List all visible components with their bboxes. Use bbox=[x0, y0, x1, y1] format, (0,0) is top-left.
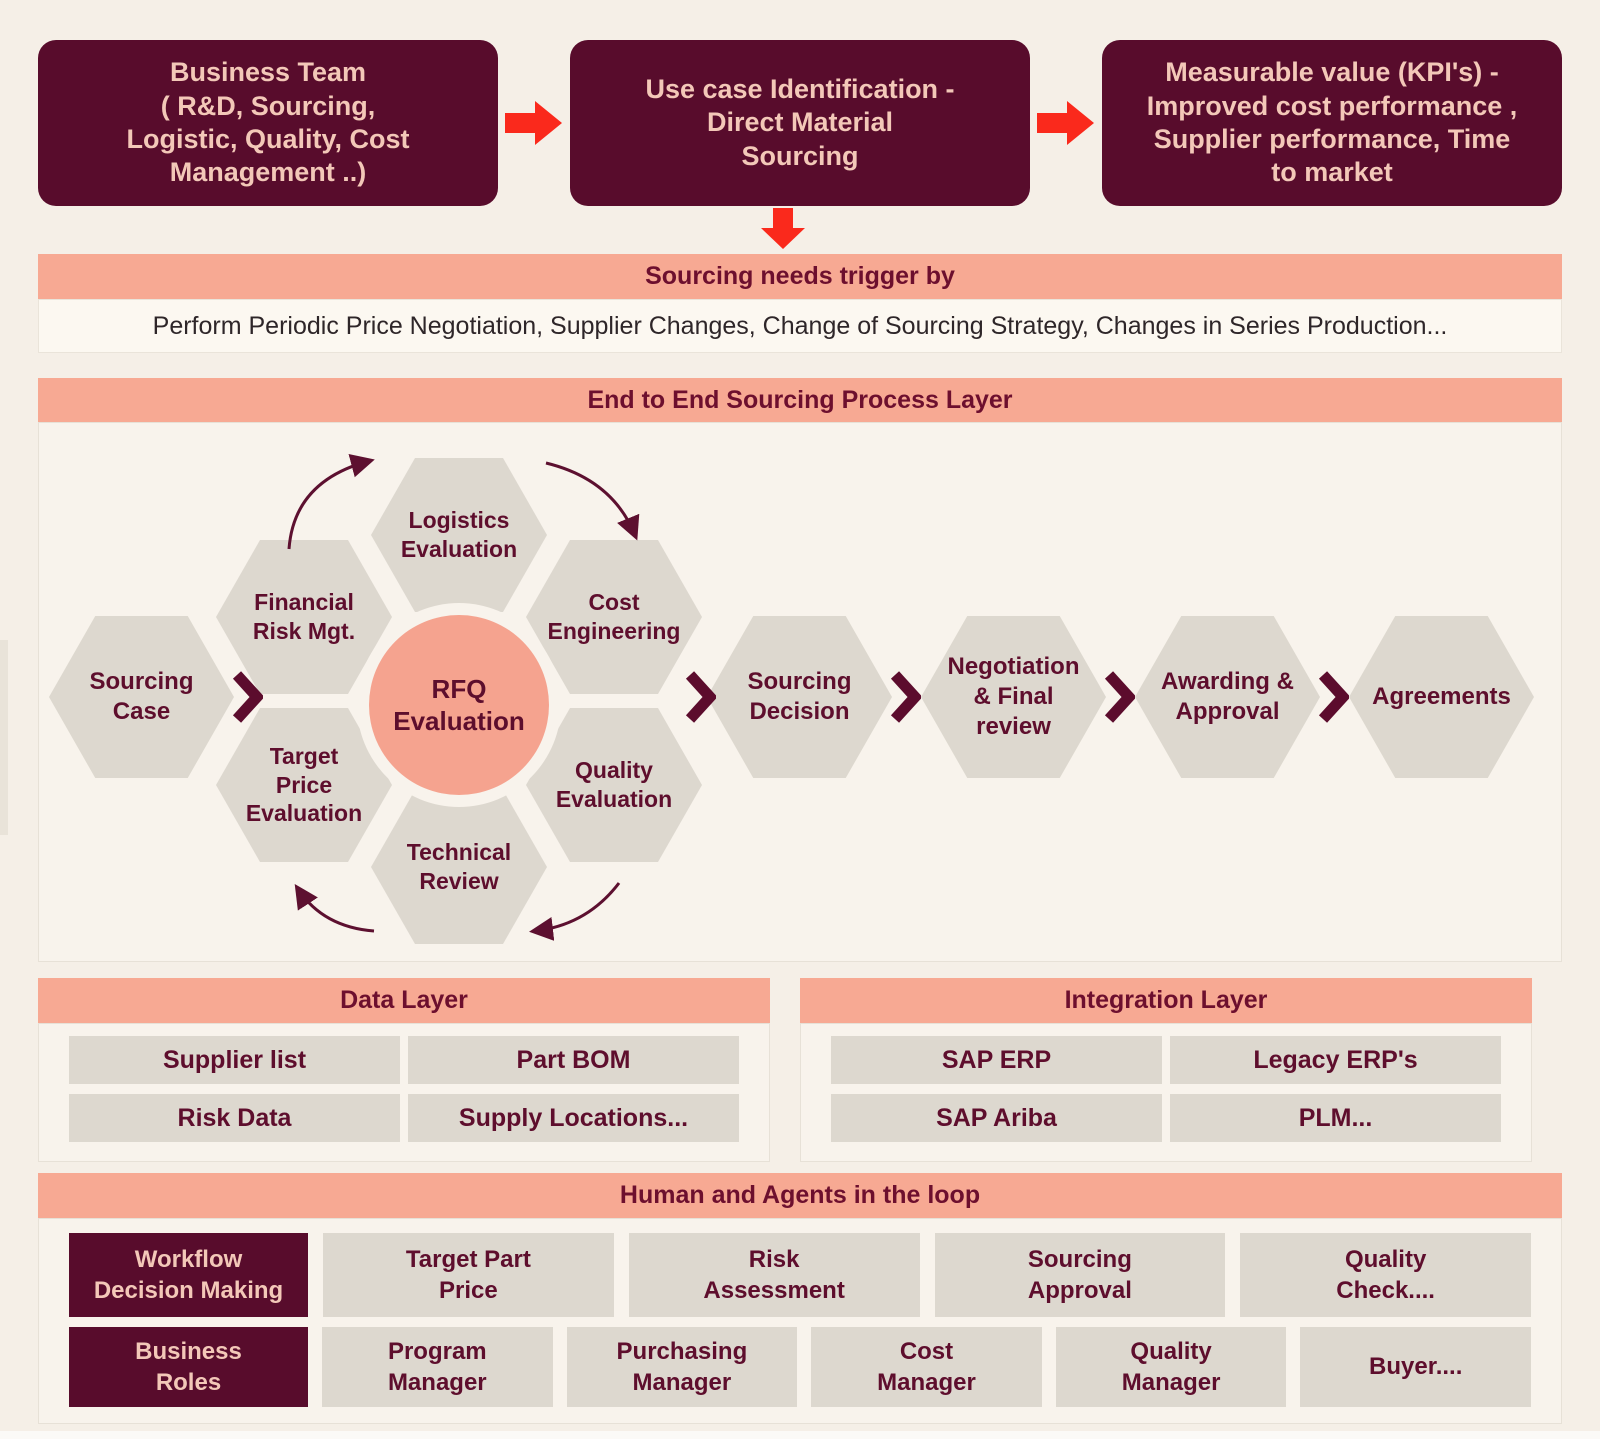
human-row-label-workflow-decision-making: Workflow Decision Making bbox=[69, 1233, 308, 1317]
integration-item-plm: PLM... bbox=[1170, 1094, 1501, 1142]
chevron-right-icon bbox=[890, 671, 923, 728]
process-layer-header: End to End Sourcing Process Layer bbox=[38, 378, 1562, 422]
data-item-supply-locations: Supply Locations... bbox=[408, 1094, 739, 1142]
human-item-sourcing-approval: Sourcing Approval bbox=[934, 1233, 1226, 1317]
human-layer-panel: Workflow Decision Making Target Part Pri… bbox=[38, 1218, 1562, 1424]
cycle-arrow-bottom-right bbox=[529, 882, 621, 941]
red-arrow-right-icon bbox=[1030, 100, 1102, 146]
human-item-buyer: Buyer.... bbox=[1300, 1327, 1531, 1407]
top-box-measurable-value: Measurable value (KPI's) - Improved cost… bbox=[1102, 40, 1562, 206]
bottom-edge-strip bbox=[0, 1431, 1600, 1439]
data-item-part-bom: Part BOM bbox=[408, 1036, 739, 1084]
clipped-hexagon-sliver bbox=[0, 640, 8, 835]
top-box-use-case: Use case Identification - Direct Materia… bbox=[570, 40, 1030, 206]
human-item-purchasing-manager: Purchasing Manager bbox=[566, 1327, 798, 1407]
human-item-program-manager: Program Manager bbox=[322, 1327, 553, 1407]
chevron-right-icon bbox=[685, 671, 718, 728]
cycle-arrow-bottom-left bbox=[294, 883, 375, 933]
top-flow-row: Business Team ( R&D, Sourcing, Logistic,… bbox=[38, 40, 1562, 206]
cycle-arrow-top-left bbox=[287, 454, 375, 550]
human-item-cost-manager: Cost Manager bbox=[811, 1327, 1042, 1407]
hex-target-price-evaluation: Target Price Evaluation bbox=[216, 708, 392, 862]
cycle-arrow-top-right bbox=[545, 461, 640, 541]
integration-item-sap-erp: SAP ERP bbox=[831, 1036, 1162, 1084]
process-layer-panel: Sourcing Case Logistics Evaluation Finan… bbox=[38, 422, 1562, 962]
integration-item-sap-ariba: SAP Ariba bbox=[831, 1094, 1162, 1142]
integration-layer-header: Integration Layer bbox=[800, 978, 1532, 1023]
top-box-business-team: Business Team ( R&D, Sourcing, Logistic,… bbox=[38, 40, 498, 206]
chevron-right-icon bbox=[1318, 671, 1351, 728]
integration-layer-panel: SAP ERP Legacy ERP's SAP Ariba PLM... bbox=[800, 1023, 1532, 1162]
human-item-target-part-price: Target Part Price bbox=[323, 1233, 614, 1317]
human-item-risk-assessment: Risk Assessment bbox=[628, 1233, 920, 1317]
chevron-right-icon bbox=[232, 671, 265, 728]
trigger-header: Sourcing needs trigger by bbox=[38, 254, 1562, 299]
human-row-label-business-roles: Business Roles bbox=[69, 1327, 308, 1407]
data-item-supplier-list: Supplier list bbox=[69, 1036, 400, 1084]
human-layer-header: Human and Agents in the loop bbox=[38, 1173, 1562, 1218]
hex-awarding-approval: Awarding & Approval bbox=[1135, 616, 1320, 778]
red-arrow-down-icon bbox=[760, 208, 806, 255]
human-item-quality-manager: Quality Manager bbox=[1055, 1327, 1287, 1407]
rfq-evaluation-circle: RFQ Evaluation bbox=[369, 615, 549, 795]
hex-agreements: Agreements bbox=[1349, 616, 1534, 778]
data-item-risk-data: Risk Data bbox=[69, 1094, 400, 1142]
human-item-quality-check: Quality Check.... bbox=[1240, 1233, 1531, 1317]
hex-logistics-evaluation: Logistics Evaluation bbox=[371, 458, 547, 612]
trigger-body-text: Perform Periodic Price Negotiation, Supp… bbox=[38, 299, 1562, 353]
red-arrow-right-icon bbox=[498, 100, 570, 146]
hex-financial-risk-mgt: Financial Risk Mgt. bbox=[216, 540, 392, 694]
data-layer-header: Data Layer bbox=[38, 978, 770, 1023]
integration-item-legacy-erp: Legacy ERP's bbox=[1170, 1036, 1501, 1084]
cycle-arrows bbox=[287, 454, 640, 941]
data-layer-panel: Supplier list Part BOM Risk Data Supply … bbox=[38, 1023, 770, 1162]
chevron-right-icon bbox=[1104, 671, 1137, 728]
